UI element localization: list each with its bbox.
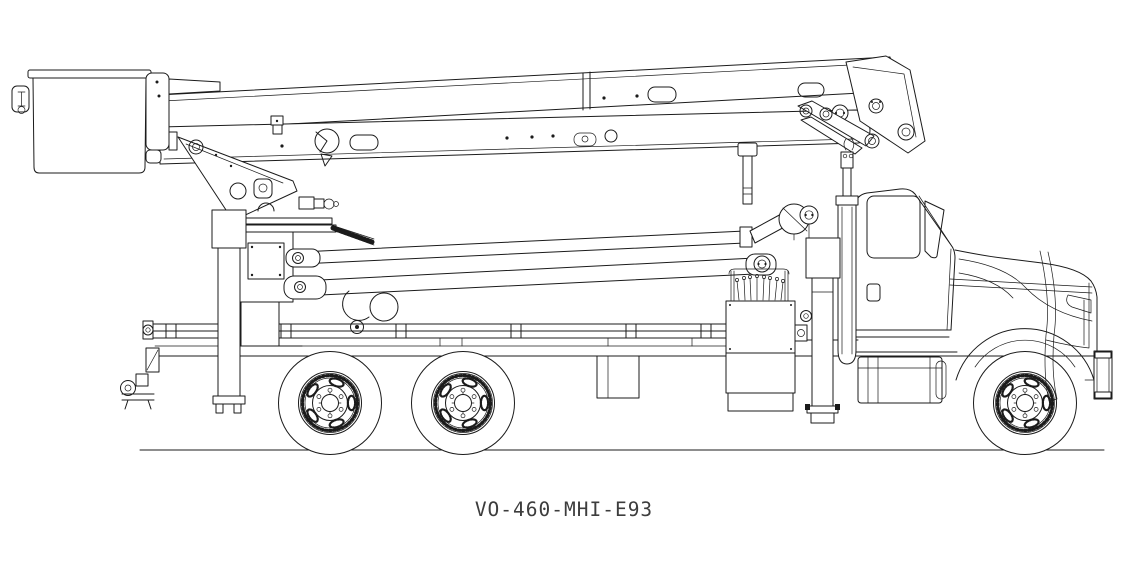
boom-slot [797, 82, 825, 98]
outrigger-foot [806, 405, 839, 414]
cab-door-window [866, 195, 921, 259]
bucket-body [32, 77, 147, 174]
lift-cylinder [835, 137, 859, 365]
hood-top [954, 249, 1098, 352]
elbow-linkage [797, 100, 875, 147]
rear-pivot-assembly [749, 203, 819, 244]
turret-pivot-pin [188, 139, 204, 155]
control-station [725, 268, 812, 412]
hood-swoosh [958, 258, 1093, 322]
a-pillar [918, 195, 954, 249]
front-wheel [971, 349, 1079, 457]
leveling-rod [737, 142, 758, 205]
truck-cab [854, 188, 958, 353]
cab-door-bottom [854, 329, 958, 353]
upper-arm [299, 230, 746, 265]
grille [1045, 282, 1090, 349]
cylinder-rod [842, 167, 852, 197]
stake-dividers [165, 323, 712, 339]
hood-band [949, 278, 1093, 294]
under-bed-box [596, 355, 640, 399]
left-outrigger [211, 209, 247, 414]
fender-skirt [1039, 250, 1058, 402]
cowl-line [946, 248, 952, 331]
lower-boom-arms [283, 224, 777, 334]
bucket-mount-bracket [145, 72, 221, 164]
hood [857, 248, 1098, 404]
rotation-indicator [314, 128, 340, 154]
boom-pivot-sheave [369, 292, 399, 322]
cab-outline [854, 188, 956, 353]
front-bumper [1084, 350, 1113, 400]
turret-plate [177, 136, 339, 218]
rail-end-roller [142, 324, 154, 336]
pedestal-plate [247, 242, 285, 280]
aerial-bucket [11, 69, 221, 174]
lever-guard-rail [728, 268, 790, 275]
outrigger-leg [217, 247, 241, 399]
lower-arm [299, 257, 756, 297]
door-handle [866, 283, 881, 302]
bucket-step-bracket [11, 85, 30, 114]
rail-end-post [142, 320, 154, 340]
cylinder-body [837, 204, 857, 365]
drawing-label: VO-460-MHI-E93 [475, 498, 653, 521]
front-fender [955, 328, 1095, 381]
hatched-link [330, 225, 375, 245]
outrigger-leg [811, 277, 834, 409]
cab-vent-window [924, 200, 945, 259]
stake-tabs [439, 337, 693, 347]
boom-slot [349, 134, 379, 151]
outrigger-foot [212, 395, 246, 405]
control-cabinet [725, 300, 796, 354]
rear-tandem-wheel-2 [409, 349, 517, 457]
slew-drive [298, 196, 315, 210]
boom-elbow [797, 55, 926, 155]
bucket-support-arm [168, 78, 221, 95]
fuel-step-box [857, 356, 947, 404]
bucket-rim [27, 69, 152, 79]
boom-section-joint [582, 71, 591, 111]
rear-tandem-wheel-1 [276, 349, 384, 457]
boom-slot [647, 86, 677, 103]
elbow-pivot-pin [868, 98, 884, 114]
hydraulic-hoses [843, 137, 855, 151]
rear-pintle-hook [120, 373, 155, 410]
control-levers [736, 276, 784, 301]
right-outrigger [805, 237, 841, 424]
headlight [1066, 294, 1092, 314]
